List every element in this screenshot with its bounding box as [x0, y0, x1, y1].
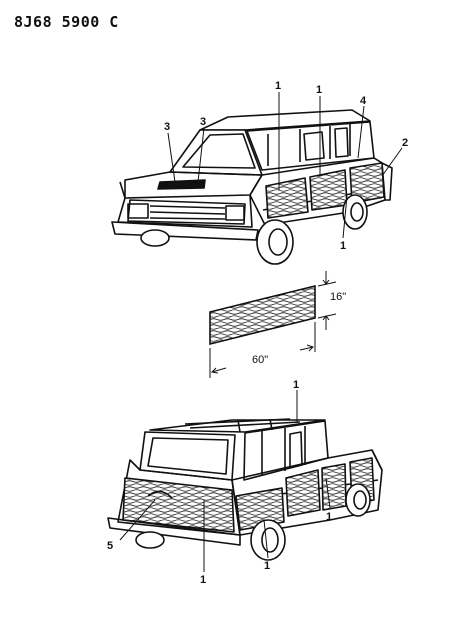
- panel-height-label: 16": [330, 291, 346, 303]
- top-callouts: 1 1 4 2 3 3 1: [164, 80, 408, 252]
- callout-4: 4: [360, 95, 367, 107]
- callout-1: 1: [316, 84, 322, 96]
- callout-3: 3: [200, 116, 206, 128]
- callout-1: 1: [275, 80, 281, 92]
- top-leaders: [167, 92, 403, 239]
- bottom-vehicle: [107, 418, 383, 561]
- panel-dimensions: [209, 271, 337, 378]
- callout-1: 1: [293, 379, 299, 391]
- bottom-callouts: 1 1 1 1 5: [107, 379, 332, 586]
- callout-3: 3: [164, 121, 170, 133]
- callout-2: 2: [402, 137, 408, 149]
- woodgrain-panel: [209, 284, 316, 346]
- callout-1: 1: [326, 511, 332, 523]
- panel-width-label: 60": [252, 354, 268, 366]
- callout-1: 1: [200, 574, 206, 586]
- callout-5: 5: [107, 540, 113, 552]
- callout-1: 1: [264, 560, 270, 572]
- bottom-leaders: [119, 390, 331, 572]
- document-code: 8J68 5900 C: [14, 13, 119, 31]
- callout-1: 1: [340, 240, 346, 252]
- top-vehicle: [111, 109, 393, 265]
